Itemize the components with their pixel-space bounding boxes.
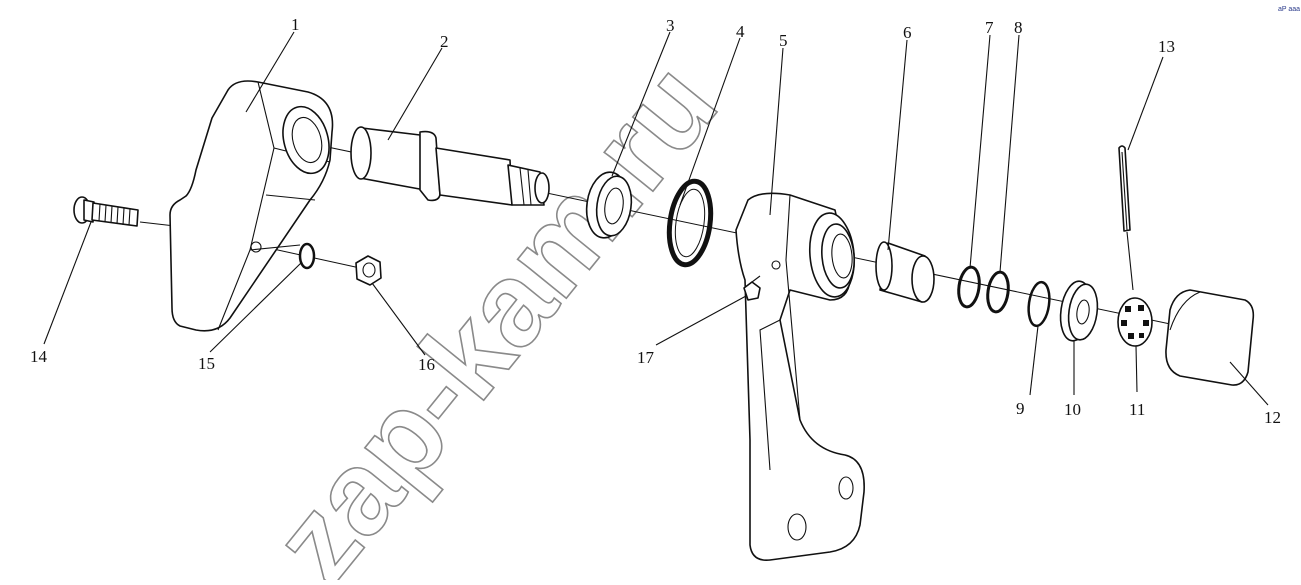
callout-1: 1 — [291, 15, 300, 34]
callout-5: 5 — [779, 31, 788, 50]
bushing-part-3 — [585, 171, 633, 239]
bolt-axis — [139, 221, 176, 227]
lock-washer-part-15 — [298, 242, 316, 270]
bracket-part-1 — [169, 80, 334, 332]
grease-fitting-part-17 — [743, 275, 761, 301]
corner-mark: aP aaa — [1278, 6, 1300, 13]
callout-15: 15 — [198, 354, 215, 373]
callout-16: 16 — [418, 355, 435, 374]
callout-4: 4 — [736, 22, 745, 41]
callout-6: 6 — [903, 23, 912, 42]
lever-arm-part-5 — [735, 192, 865, 562]
cotter-pin-part-13 — [1118, 145, 1134, 291]
ring-part-7 — [957, 265, 981, 309]
callout-12: 12 — [1264, 408, 1281, 427]
hex-nut-part-16 — [355, 255, 382, 286]
callout-13: 13 — [1158, 37, 1175, 56]
sleeve-part-6 — [875, 241, 935, 303]
callout-11: 11 — [1129, 400, 1145, 419]
castle-nut-part-11 — [1117, 297, 1153, 347]
bolt-part-14 — [73, 196, 139, 227]
snap-ring-part-9 — [1027, 280, 1051, 328]
callout-7: 7 — [985, 18, 994, 37]
cap-part-12 — [1165, 289, 1255, 386]
o-ring-part-4 — [666, 178, 714, 268]
callout-2: 2 — [440, 32, 449, 51]
washer-part-10 — [1059, 280, 1099, 342]
callout-10: 10 — [1064, 400, 1081, 419]
callout-8: 8 — [1014, 18, 1023, 37]
callout-9: 9 — [1016, 399, 1025, 418]
callout-17: 17 — [637, 348, 655, 367]
leader-lines — [43, 31, 1269, 406]
callout-3: 3 — [666, 16, 675, 35]
pin-shaft-part-2 — [350, 126, 550, 206]
callout-labels: 1 2 3 4 5 6 7 8 9 10 11 12 13 14 15 16 1… — [30, 15, 1281, 427]
ring-part-8 — [986, 270, 1010, 314]
callout-14: 14 — [30, 347, 48, 366]
